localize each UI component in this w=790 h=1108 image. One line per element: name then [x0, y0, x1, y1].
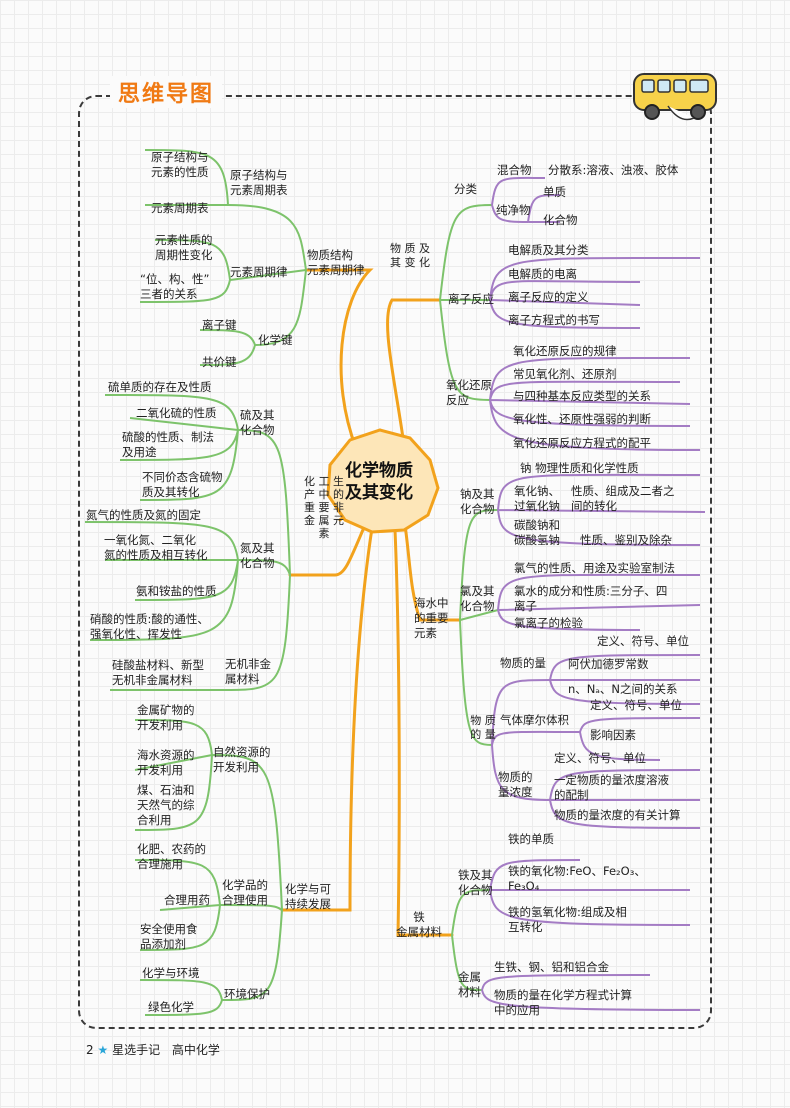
node: 无机非金 属材料 — [225, 657, 271, 686]
node: 铁 金属材料 — [396, 910, 442, 939]
node: 离子键 — [202, 318, 237, 332]
node: 定义、符号、单位 — [597, 634, 689, 648]
node: 物 质 及 其 变 化 — [390, 242, 430, 269]
node: 化学与可 持续发展 — [285, 882, 331, 911]
node: 二氧化硫的性质 — [136, 406, 217, 420]
root-blob — [326, 428, 440, 534]
node: 自然资源的 开发利用 — [213, 745, 271, 774]
node: 气体摩尔体积 — [500, 713, 569, 727]
node: 离子反应的定义 — [508, 290, 589, 304]
node: 氯及其 化合物 — [460, 584, 495, 613]
node: 安全使用食 品添加剂 — [140, 922, 198, 951]
node: 元素周期律 — [230, 265, 288, 279]
right-leaf-brackets — [481, 176, 706, 1011]
page-number: 2 — [86, 1043, 94, 1057]
node: 化学与环境 — [142, 966, 200, 980]
node: 分类 — [454, 182, 477, 196]
node: “位、构、性” 三者的关系 — [140, 272, 210, 301]
node: 物 质 的 量 — [470, 714, 496, 741]
node: 氧化钠、 过氧化钠 — [514, 484, 560, 513]
node: 常见氧化剂、还原剂 — [513, 367, 617, 381]
node: 性质、组成及二者之 间的转化 — [571, 484, 675, 513]
node: 铁的单质 — [508, 832, 554, 846]
left-sub-branches — [84, 149, 307, 1016]
node: 定义、符号、单位 — [590, 698, 682, 712]
node: 物质结构 元素周期律 — [307, 248, 365, 277]
node: 电解质的电离 — [508, 267, 577, 281]
node: 海水资源的 开发利用 — [137, 748, 195, 777]
node: 氯离子的检验 — [514, 616, 583, 630]
node: 环境保护 — [224, 987, 270, 1001]
node: 铁及其 化合物 — [458, 868, 493, 897]
page-footer: 2 ★ 星选手记 高中化学 — [86, 1041, 220, 1058]
node: 煤、石油和 天然气的综 合利用 — [137, 783, 195, 827]
main-branches — [280, 268, 462, 937]
node: 碳酸钠和 碳酸氢钠 — [514, 518, 560, 547]
node: n、Nₐ、N之间的关系 — [568, 682, 678, 696]
node: 原子结构与 元素周期表 — [230, 168, 288, 197]
root-node: 化学物质 及其变化 — [345, 461, 413, 503]
node: 共价键 — [202, 355, 237, 369]
node: 电解质及其分类 — [508, 243, 589, 257]
node: 纯净物 — [496, 203, 531, 217]
node: 氧化性、还原性强弱的判断 — [513, 412, 651, 426]
node: 不同价态含硫物 质及其转化 — [142, 470, 223, 499]
node: 元素性质的 周期性变化 — [155, 233, 213, 262]
node: 硫及其 化合物 — [240, 408, 275, 437]
node: 化肥、农药的 合理施用 — [137, 842, 206, 871]
node: 一氧化氮、二氧化 氮的性质及相互转化 — [104, 533, 208, 562]
node: 化合物 — [543, 213, 578, 227]
node: 化学品的 合理使用 — [222, 878, 268, 907]
node: 氮及其 化合物 — [240, 541, 275, 570]
node: 合理用药 — [164, 893, 210, 907]
node: 离子方程式的书写 — [508, 313, 600, 327]
right-sub-branches — [439, 204, 499, 991]
node: 氮气的性质及氮的固定 — [86, 508, 201, 522]
node: 化 工 生 产 中 的 重 要 非 金 属 元 素 — [304, 475, 344, 540]
node: 生铁、钢、铝和铝合金 — [494, 960, 609, 974]
node: 硝酸的性质:酸的通性、 强氧化性、挥发性 — [90, 612, 209, 641]
node: 氧化还原反应的规律 — [513, 344, 617, 358]
page-title: 思维导图 — [110, 76, 223, 108]
node: 硫酸的性质、制法 及用途 — [122, 430, 214, 459]
node: 分散系:溶液、浊液、胶体 — [548, 163, 679, 177]
node: 金属 材料 — [458, 970, 481, 999]
dashed-frame — [78, 95, 712, 1029]
node: 元素周期表 — [151, 201, 209, 215]
node: 物质的量在化学方程式计算 中的应用 — [494, 988, 632, 1017]
bus-illustration — [633, 73, 717, 121]
node: 性质、鉴别及除杂 — [580, 533, 672, 547]
node: 与四种基本反应类型的关系 — [513, 389, 651, 403]
node: 化学键 — [258, 333, 293, 347]
book-name: 星选手记 — [112, 1043, 161, 1057]
node: 海水中 的重要 元素 — [414, 596, 449, 640]
star-icon: ★ — [97, 1043, 109, 1057]
node: 物质的 量浓度 — [498, 770, 533, 799]
node: 影响因素 — [590, 728, 636, 742]
node: 一定物质的量浓度溶液 的配制 — [554, 773, 669, 802]
subject-name: 高中化学 — [171, 1043, 220, 1057]
node: 氧化还原 反应 — [446, 378, 492, 407]
node: 离子反应 — [448, 292, 494, 306]
node: 物质的量 — [500, 656, 546, 670]
node: 氨和铵盐的性质 — [136, 584, 217, 598]
node: 氧化还原反应方程式的配平 — [513, 436, 651, 450]
node: 氯气的性质、用途及实验室制法 — [514, 561, 675, 575]
node: 混合物 — [497, 163, 532, 177]
node: 绿色化学 — [148, 1000, 194, 1014]
node: 硫单质的存在及性质 — [108, 380, 212, 394]
node: 阿伏加德罗常数 — [568, 657, 649, 671]
node: 定义、符号、单位 — [554, 751, 646, 765]
node: 原子结构与 元素的性质 — [151, 150, 209, 179]
node: 物质的量浓度的有关计算 — [554, 808, 681, 822]
node: 钠及其 化合物 — [460, 487, 495, 516]
node: 铁的氧化物:FeO、Fe₂O₃、 Fe₃O₄ — [508, 864, 646, 893]
node: 氯水的成分和性质:三分子、四 离子 — [514, 584, 668, 613]
node: 硅酸盐材料、新型 无机非金属材料 — [112, 658, 204, 687]
node: 铁的氢氧化物:组成及相 互转化 — [508, 905, 627, 934]
node: 金属矿物的 开发利用 — [137, 703, 195, 732]
node: 单质 — [543, 185, 566, 199]
node: 钠 物理性质和化学性质 — [520, 461, 639, 475]
